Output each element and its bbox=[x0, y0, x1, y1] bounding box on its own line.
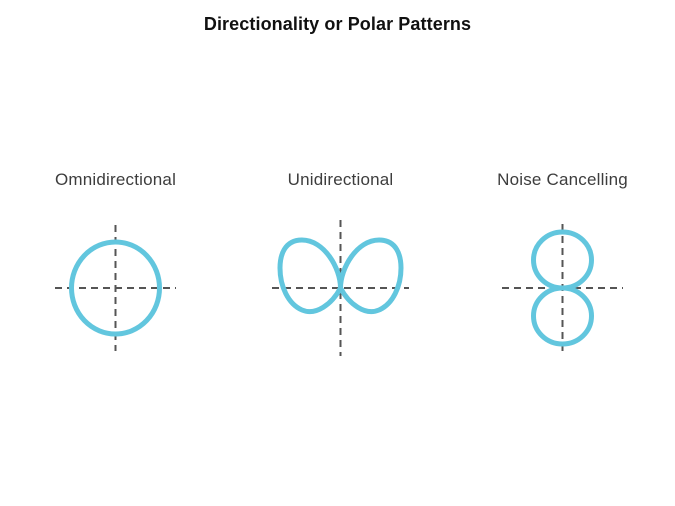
pattern-figure-noise-cancelling bbox=[450, 198, 675, 358]
pattern-label-omnidirectional: Omnidirectional bbox=[54, 170, 177, 189]
page-title: Directionality or Polar Patterns bbox=[203, 14, 472, 34]
pattern-figure-unidirectional bbox=[228, 198, 453, 358]
pattern-card-noise-cancelling: Noise Cancelling bbox=[450, 170, 675, 370]
omnidirectional-circle-icon bbox=[69, 239, 162, 337]
polar-pattern-row: Omnidirectional Unidirectional bbox=[0, 170, 675, 370]
noise-cancelling-lower-lobe-icon bbox=[531, 285, 594, 347]
pattern-label-noise-cancelling: Noise Cancelling bbox=[497, 170, 628, 189]
unidirectional-cardioid-icon bbox=[277, 237, 404, 314]
pattern-label-unidirectional: Unidirectional bbox=[287, 170, 394, 189]
pattern-card-unidirectional: Unidirectional bbox=[228, 170, 453, 370]
pattern-card-omnidirectional: Omnidirectional bbox=[3, 170, 228, 370]
pattern-figure-omnidirectional bbox=[3, 198, 228, 358]
